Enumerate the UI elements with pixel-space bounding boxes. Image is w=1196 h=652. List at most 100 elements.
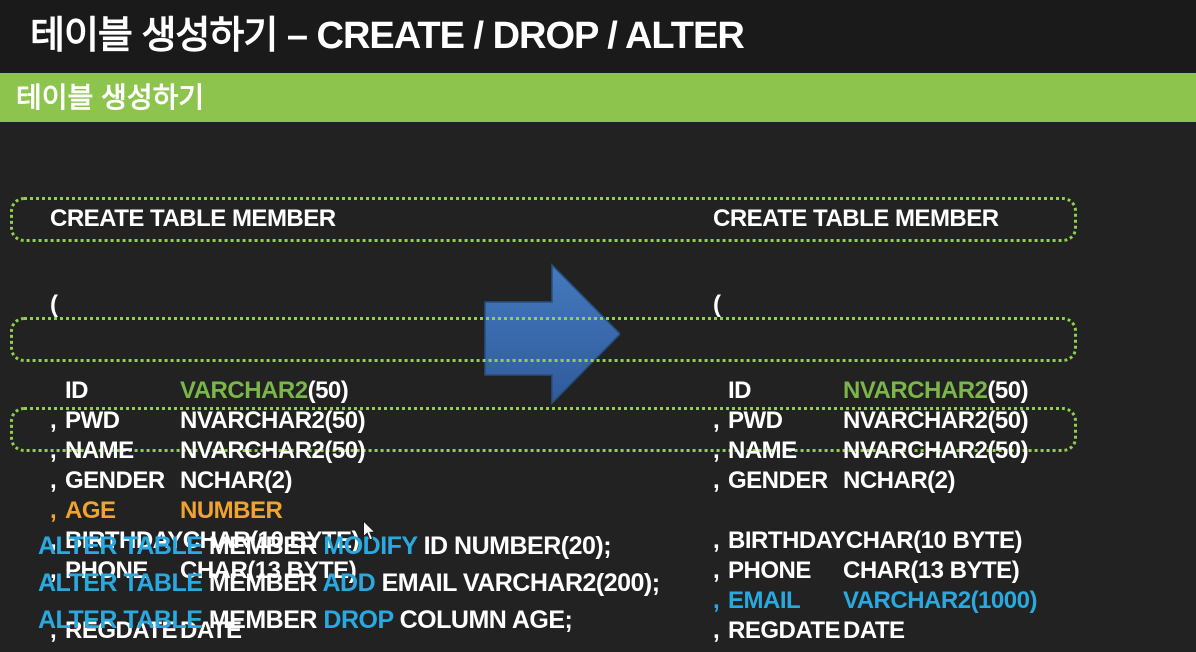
alter-statement: ALTER TABLE MEMBER DROP COLUMN AGE;: [38, 602, 660, 639]
code-segment: GENDER: [728, 467, 828, 494]
create-statement: CREATE TABLE MEMBER: [50, 205, 336, 232]
column-definition-rows: ID VARCHAR2(50), PWD NVARCHAR2(50), NAME NVAR…: [50, 376, 366, 646]
code-segment: ,: [713, 467, 720, 494]
code-row: ID NVARCHAR2(50): [713, 376, 1037, 406]
code-row: , NAME NVARCHAR2(50): [50, 436, 366, 466]
code-segment: COLUMN AGE;: [393, 606, 573, 634]
code-row: , PHONE CHAR(13 BYTE): [713, 556, 1037, 586]
right-arrow-icon: [484, 263, 620, 405]
code-segment: DROP: [323, 606, 394, 634]
code-segment: BIRTHDAY: [65, 527, 183, 554]
code-segment: ,: [50, 527, 57, 554]
code-segment: VARCHAR2(1000): [843, 587, 1037, 614]
code-row: [713, 496, 1037, 526]
code-row: , GENDER NCHAR(2): [50, 466, 365, 496]
section-header-bar: 테이블 생성하기: [0, 73, 1196, 122]
alter-statement: ALTER TABLE MEMBER MODIFY ID NUMBER(20);: [38, 528, 660, 565]
code-row: , AGE NUMBER: [50, 496, 365, 526]
code-segment: GENDER: [65, 467, 165, 494]
code-row: , GENDER NCHAR(2): [713, 466, 1037, 496]
code-segment: [713, 376, 728, 406]
code-segment: (50): [307, 377, 349, 404]
highlight-box-email-row: [10, 407, 1077, 452]
highlight-box-id-row: [10, 197, 1077, 242]
code-segment: CHAR(13 BYTE): [180, 557, 357, 584]
code-segment: NVARCHAR2(50): [180, 437, 366, 464]
code-segment: DATE: [843, 617, 905, 644]
code-row: , NAME NVARCHAR2(50): [713, 436, 1037, 466]
code-segment: ,: [713, 407, 720, 434]
code-segment: CHAR(13 BYTE): [843, 557, 1020, 584]
code-segment: ,: [50, 497, 57, 524]
code-segment: PWD: [728, 407, 783, 434]
alter-statements: ALTER TABLE MEMBER MODIFY ID NUMBER(20);…: [38, 528, 660, 639]
code-block-after: CREATE TABLE MEMBER ( ID NVARCHAR2(50), PW…: [713, 148, 1037, 652]
code-segment: REGDATE: [728, 617, 841, 644]
code-segment: NCHAR(2): [180, 467, 293, 494]
code-row: , PHONE CHAR(13 BYTE): [50, 556, 365, 586]
code-segment: NVARCHAR2(50): [843, 407, 1029, 434]
code-segment: ,: [713, 437, 720, 464]
create-statement: CREATE TABLE MEMBER: [713, 205, 999, 232]
code-segment: NVARCHAR2(50): [843, 437, 1029, 464]
code-segment: ,: [713, 617, 720, 644]
code-segment: ,: [713, 587, 720, 614]
code-segment: ID NUMBER(20);: [417, 532, 612, 560]
code-segment: AGE: [65, 497, 116, 524]
section-header-label: 테이블 생성하기: [16, 82, 205, 113]
code-segment: PHONE: [728, 557, 811, 584]
code-segment: EMAIL VARCHAR2(200);: [375, 569, 661, 597]
code-segment: ,: [50, 437, 57, 464]
code-segment: CHAR(10 BYTE): [182, 527, 360, 554]
code-segment: ,: [50, 407, 57, 434]
code-segment: ,: [50, 617, 57, 644]
code-segment: CHAR(10 BYTE): [845, 527, 1023, 554]
code-segment: [50, 376, 65, 406]
column-definition-rows: ID NVARCHAR2(50), PWD NVARCHAR2(50), NAME NVA…: [713, 376, 1037, 646]
open-paren: (: [713, 291, 721, 318]
slide-title-bar: 테이블 생성하기 – CREATE / DROP / ALTER: [0, 0, 1196, 73]
highlight-box-age-row: [10, 317, 1077, 362]
code-segment: (50): [987, 377, 1029, 404]
code-segment: MEMBER: [202, 606, 324, 634]
code-segment: ,: [50, 467, 57, 494]
code-row: ID VARCHAR2(50): [50, 376, 365, 406]
code-segment: NVARCHAR2: [843, 377, 988, 404]
code-segment: ,: [50, 557, 57, 584]
code-segment: ,: [713, 527, 720, 554]
code-row: , PWD NVARCHAR2(50): [713, 406, 1037, 436]
code-segment: ID: [728, 377, 752, 404]
code-segment: ADD: [322, 569, 376, 597]
alter-statement: ALTER TABLE MEMBER ADD EMAIL VARCHAR2(20…: [38, 565, 660, 602]
code-segment: [728, 496, 843, 526]
code-segment: EMAIL: [728, 587, 801, 614]
code-segment: ALTER TABLE: [38, 606, 203, 634]
slide-title: 테이블 생성하기 – CREATE / DROP / ALTER: [30, 15, 745, 57]
code-segment: ,: [713, 557, 720, 584]
code-segment: PHONE: [65, 557, 148, 584]
code-segment: [713, 496, 728, 526]
code-segment: NVARCHAR2(50): [180, 407, 366, 434]
code-segment: REGDATE: [65, 617, 178, 644]
code-segment: DATE: [180, 617, 242, 644]
code-segment: NUMBER: [180, 497, 283, 524]
code-segment: MEMBER: [202, 532, 324, 560]
code-row: , EMAIL VARCHAR2(1000): [713, 586, 1037, 616]
code-segment: VARCHAR2: [180, 377, 308, 404]
mouse-cursor-icon: [363, 520, 376, 541]
code-segment: ALTER TABLE: [38, 532, 203, 560]
code-segment: ALTER TABLE: [38, 569, 203, 597]
code-segment: BIRTHDAY: [728, 527, 846, 554]
code-segment: NCHAR(2): [843, 467, 956, 494]
code-segment: ID: [65, 377, 89, 404]
code-segment: NAME: [728, 437, 797, 464]
code-segment: NAME: [65, 437, 134, 464]
code-segment: PWD: [65, 407, 120, 434]
code-row: , PWD NVARCHAR2(50): [50, 406, 366, 436]
code-segment: MEMBER: [202, 569, 323, 597]
